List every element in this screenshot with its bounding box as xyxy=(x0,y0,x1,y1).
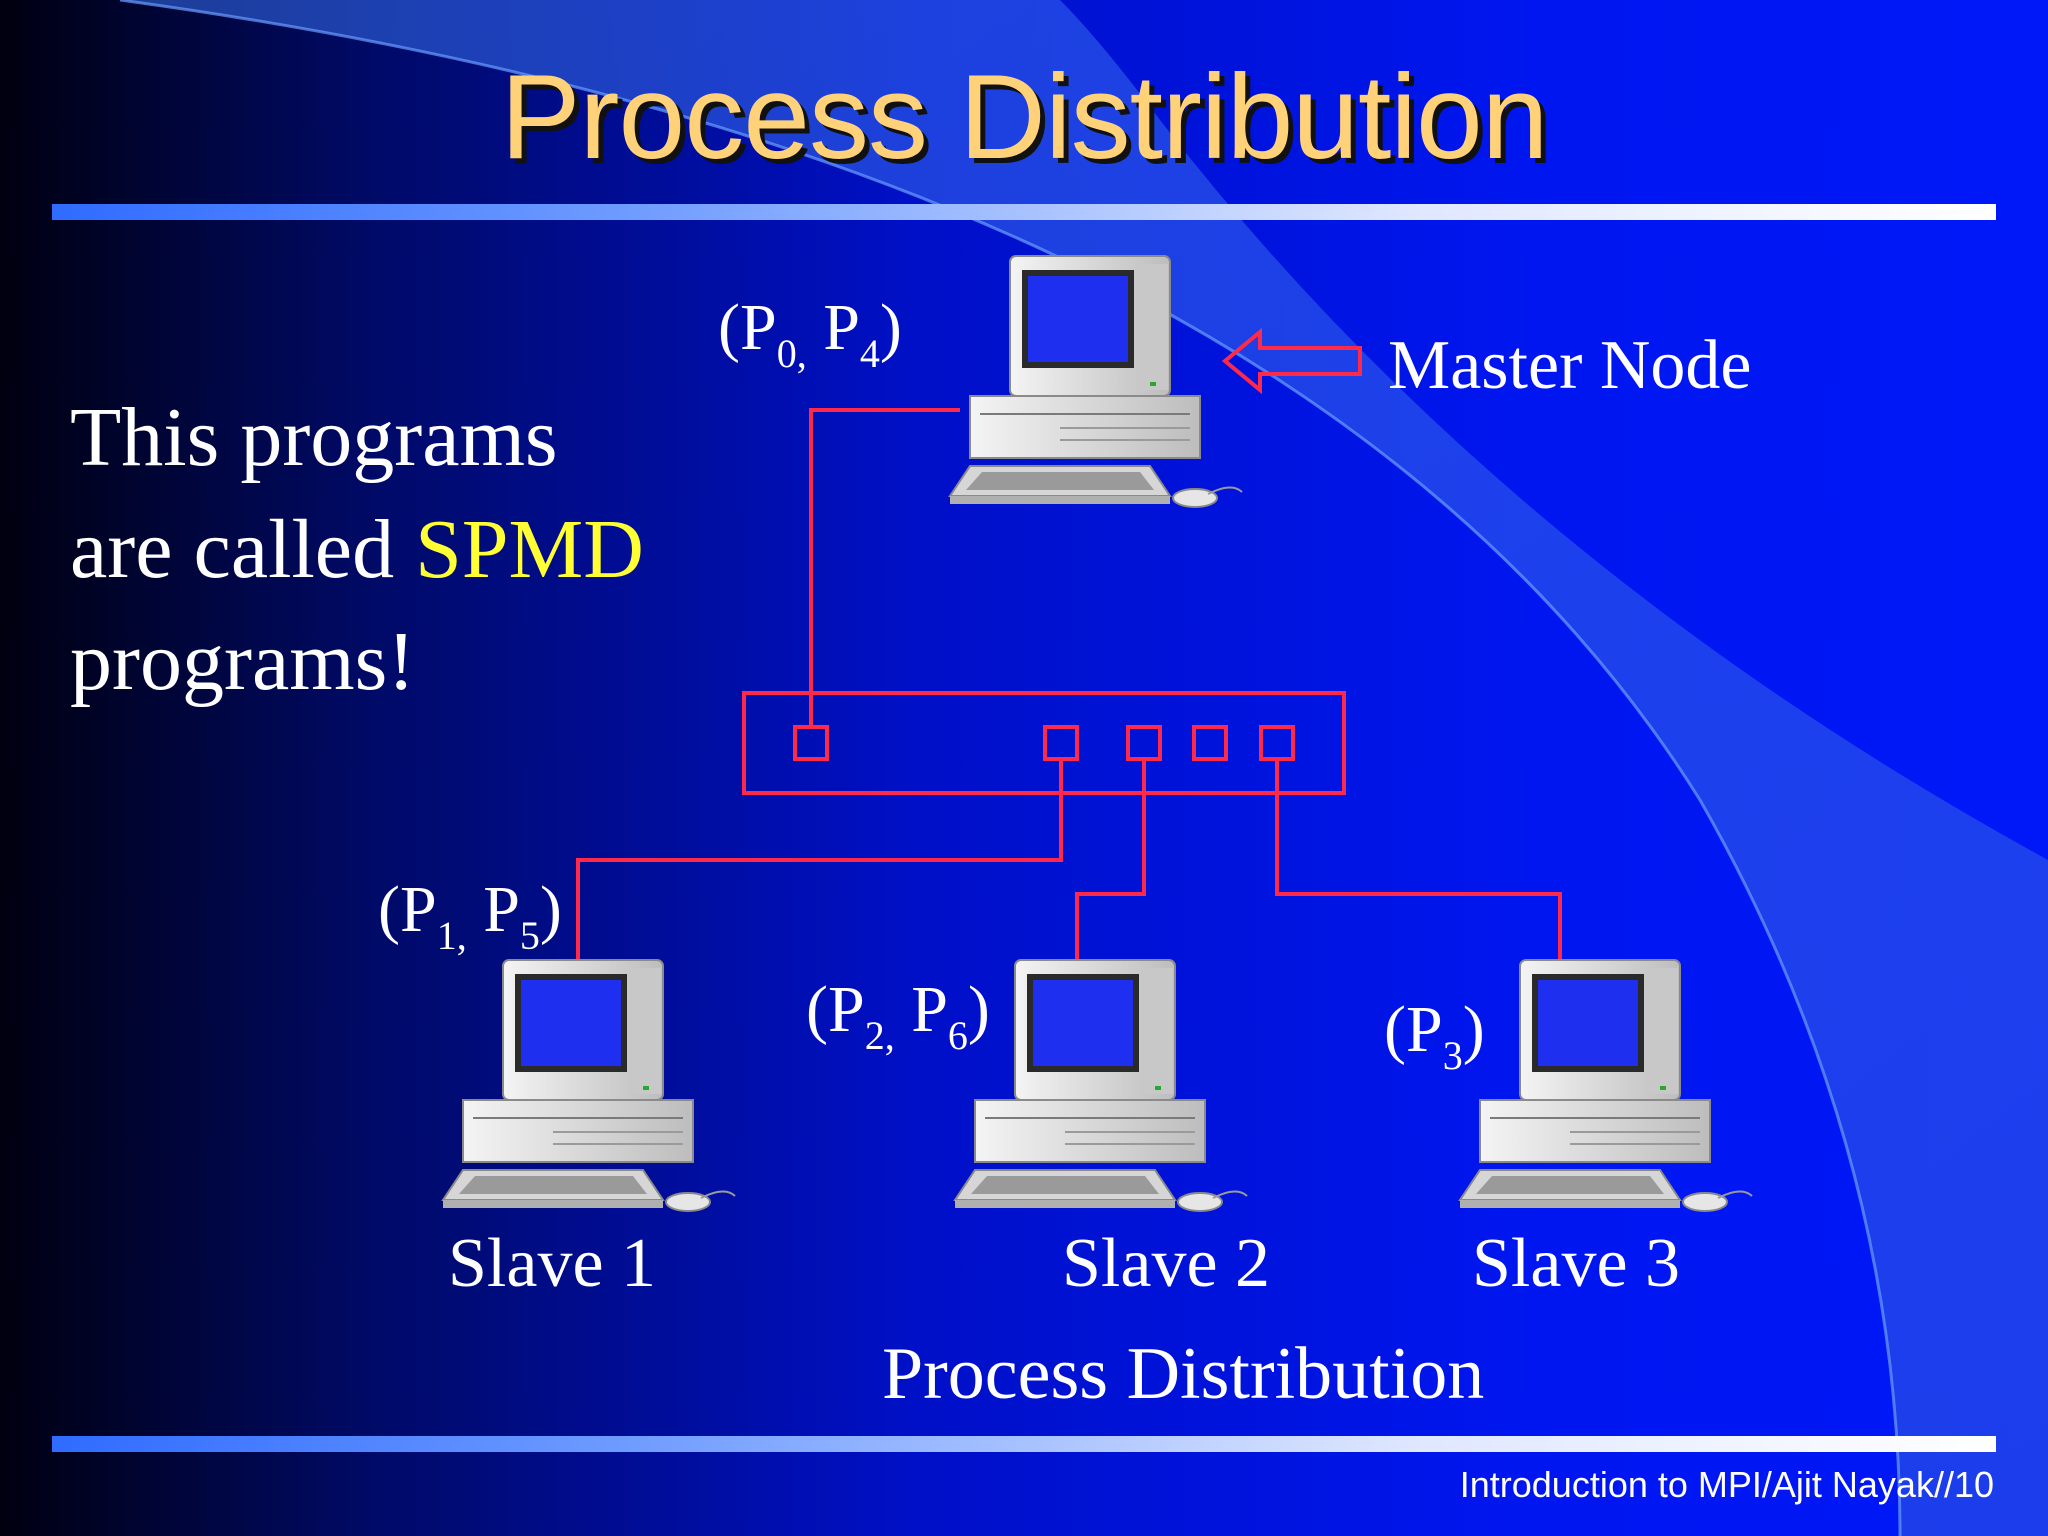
slave1-processes: (P1, P5) xyxy=(378,873,562,958)
slide-title: Process Distribution xyxy=(500,50,1548,184)
spmd-highlight: SPMD xyxy=(415,503,644,596)
slave3-label: Slave 3 xyxy=(1472,1225,1681,1302)
hub-port-slave3 xyxy=(1259,725,1295,761)
background-swoosh xyxy=(120,0,2048,1536)
wire-master xyxy=(809,408,960,727)
slave2-processes: (P2, P6) xyxy=(806,973,990,1058)
slide-footer: Introduction to MPI/Ajit Nayak//10 xyxy=(1459,1464,1994,1505)
title-divider xyxy=(52,204,1996,220)
slave2-computer-icon xyxy=(954,959,1248,1212)
slave1-label: Slave 1 xyxy=(448,1225,657,1302)
body-line-2: are called SPMD xyxy=(70,503,644,596)
hub-port-spare xyxy=(1192,725,1228,761)
master-node-label: Master Node xyxy=(1388,327,1752,404)
diagram-caption: Process Distribution xyxy=(882,1333,1485,1415)
slave1-computer-icon xyxy=(442,959,736,1212)
wire-slave1 xyxy=(576,759,1063,960)
wire-slave3 xyxy=(1275,759,1562,960)
body-line-1: This programs xyxy=(70,391,558,484)
slave2-label: Slave 2 xyxy=(1062,1225,1271,1302)
hub-port-slave2 xyxy=(1126,725,1162,761)
hub-port-slave1 xyxy=(1043,725,1079,761)
body-text: This programs are called SPMD programs! xyxy=(70,382,644,718)
slave3-processes: (P3) xyxy=(1384,993,1485,1078)
network-hub xyxy=(742,691,1346,795)
slave3-computer-icon xyxy=(1459,959,1753,1212)
footer-divider xyxy=(52,1436,1996,1452)
master-processes: (P0, P4) xyxy=(718,291,902,376)
body-line-3: programs! xyxy=(70,615,416,708)
hub-port-master xyxy=(793,725,829,761)
wire-slave2 xyxy=(1075,759,1146,960)
